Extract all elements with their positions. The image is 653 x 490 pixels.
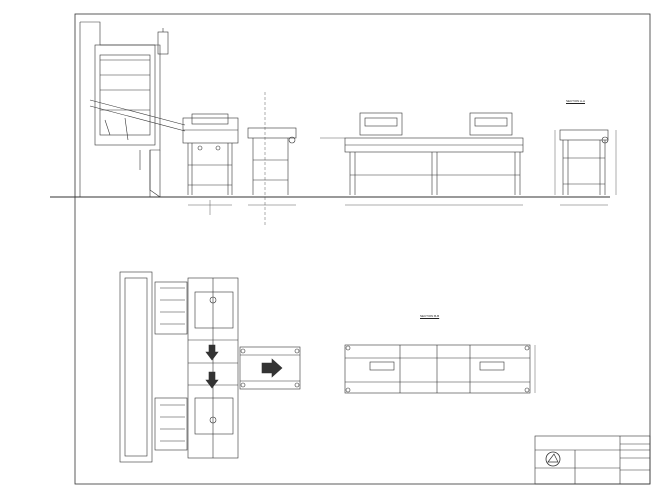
section-b-plan-view [344, 344, 536, 394]
transfer-conveyor-elevation [247, 92, 297, 225]
title-block [534, 435, 651, 485]
plan-view-filler-capper [119, 271, 239, 463]
section-b-label: SECTION B-B [420, 314, 440, 318]
filler-machine-elevation [79, 21, 186, 198]
plan-view-transfer-conveyor [239, 346, 301, 390]
company-logo [545, 451, 561, 467]
capper-elevation [182, 113, 239, 215]
section-a-label: SECTION A-A [566, 99, 586, 103]
long-conveyor-elevation [320, 112, 524, 206]
section-a-end-view [554, 129, 617, 206]
sheet-border [74, 13, 651, 485]
